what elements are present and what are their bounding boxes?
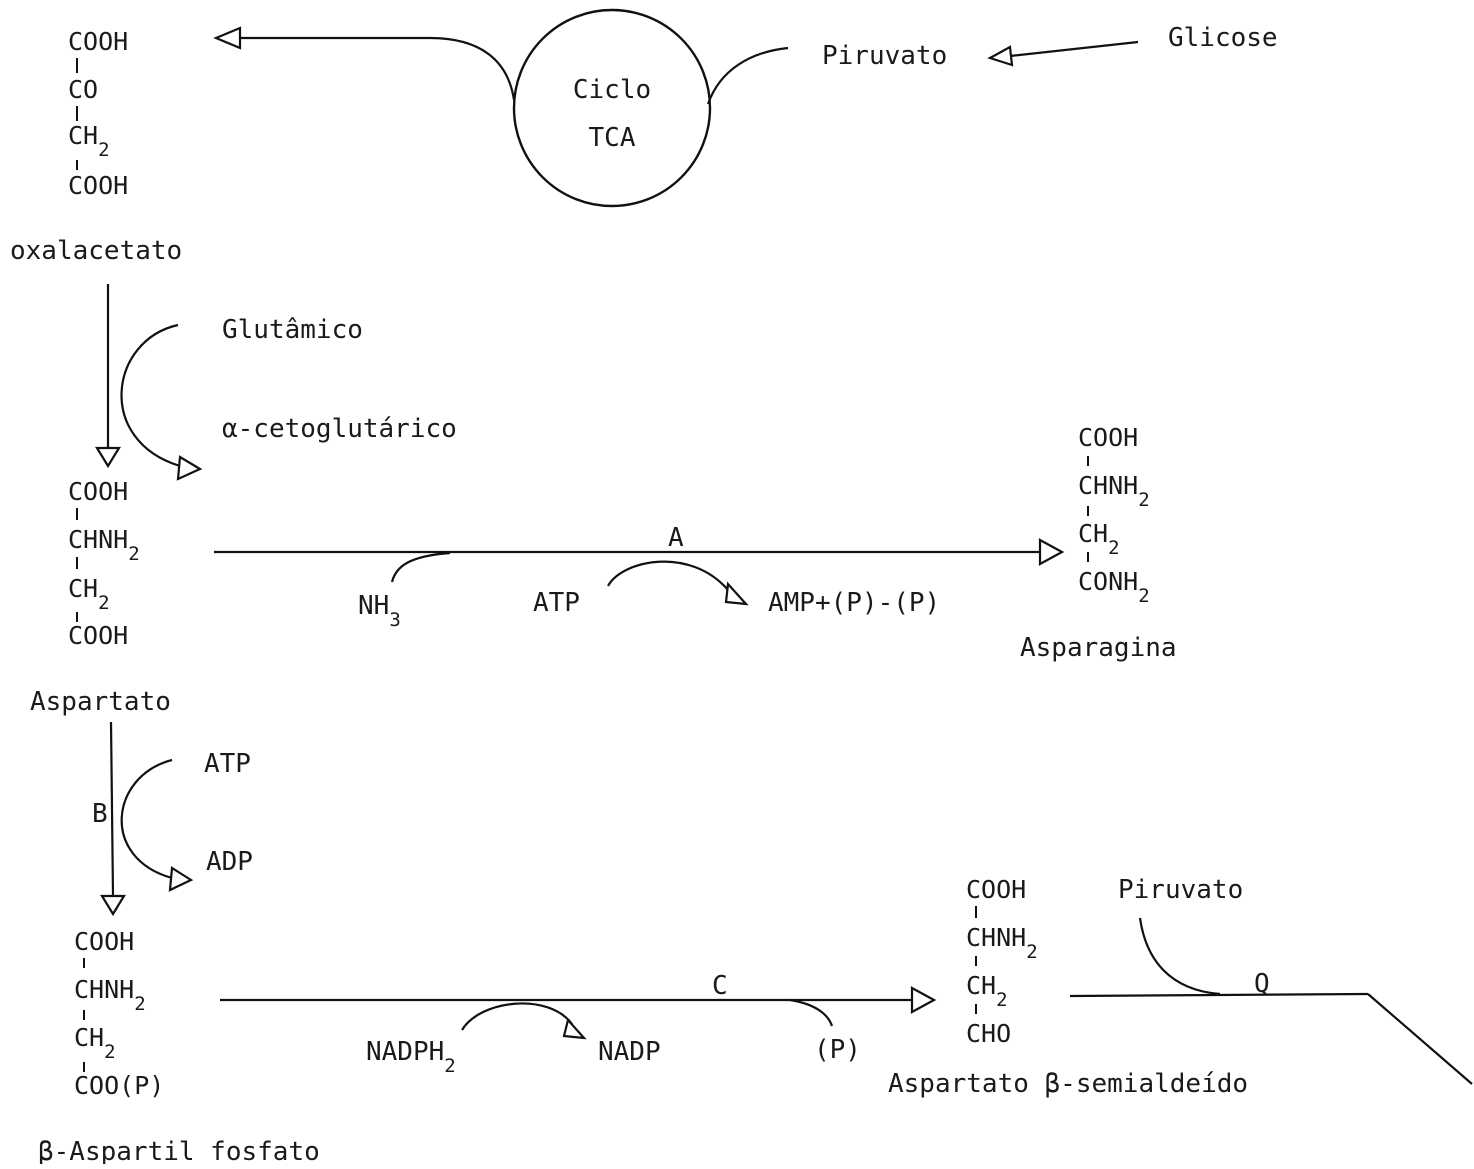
aspartyl-phosphate-line-2: CHNH2	[74, 975, 146, 1015]
semialdehyde-line-4: CHO	[966, 1019, 1011, 1048]
arrowhead	[213, 26, 242, 50]
adp-label: ADP	[206, 847, 253, 877]
aspartate-label: Aspartato	[30, 687, 171, 717]
arrowhead	[95, 446, 121, 469]
aspartate-structure: COOH CHNH2 CH2 COOH	[68, 477, 140, 650]
nadph-nadp-curve	[461, 1002, 573, 1031]
tca-cycle-label-1: Ciclo	[573, 75, 651, 105]
pyruvate-to-tca-curve	[706, 46, 789, 105]
pyruvate-bottom-label: Piruvato	[1118, 875, 1243, 905]
amp-products-label: AMP+(P)-(P)	[768, 588, 940, 618]
asparagine-line-2: CHNH2	[1078, 471, 1150, 511]
aspartyl-phosphate-line-3: CH2	[74, 1023, 116, 1063]
arrowhead	[100, 894, 126, 917]
alpha-ketoglutarate-label: α-cetoglutárico	[222, 414, 457, 444]
asparagine-line-4: CONH2	[1078, 567, 1150, 607]
arrowhead	[1038, 538, 1065, 566]
phosphate-release-curve	[789, 998, 834, 1027]
aspartate-line-3: CH2	[68, 574, 110, 614]
aspartyl-phosphate-line-1: COOH	[74, 927, 134, 956]
oxaloacetate-line-4: COOH	[68, 171, 128, 200]
tca-to-oxaloacetate-arrow	[240, 36, 516, 101]
oxaloacetate-line-1: COOH	[68, 27, 128, 56]
aspartate-line-4: COOH	[68, 621, 128, 650]
enzyme-a-label: A	[668, 523, 684, 553]
arrowhead	[168, 866, 194, 892]
glucose-to-pyruvate-arrow	[1009, 40, 1139, 58]
aspartyl-phosphate-line-4: COO(P)	[74, 1071, 164, 1100]
aspartyl-phosphate-structure: COOH CHNH2 CH2 COO(P)	[74, 927, 164, 1100]
arrowhead	[176, 455, 203, 481]
nh3-input-curve	[390, 551, 451, 583]
continuation-line	[1367, 993, 1473, 1085]
arrowhead	[987, 45, 1014, 67]
atp-b-label: ATP	[204, 749, 251, 779]
asparagine-line-3: CH2	[1078, 519, 1120, 559]
oxaloacetate-line-3: CH2	[68, 121, 110, 161]
semialdehyde-line-3: CH2	[966, 971, 1008, 1011]
asparagine-line-1: COOH	[1078, 423, 1138, 452]
oxaloacetate-structure: COOH CO CH2 COOH	[68, 27, 128, 200]
semialdehyde-label: Aspartato β-semialdeído	[888, 1069, 1248, 1099]
arrowhead	[562, 1017, 587, 1040]
transamination-curve	[120, 323, 181, 468]
nh3-label: NH3	[358, 591, 401, 631]
atp-a-label: ATP	[533, 588, 580, 618]
tca-cycle-label-2: TCA	[589, 123, 636, 153]
atp-amp-curve	[607, 560, 729, 591]
semialdehyde-line-2: CHNH2	[966, 923, 1038, 963]
enzyme-c-label: C	[712, 971, 728, 1001]
asparagine-label: Asparagina	[1020, 633, 1177, 663]
enzyme-b-label: B	[92, 799, 108, 829]
semialdehyde-line-1: COOH	[966, 875, 1026, 904]
nadp-label: NADP	[598, 1037, 661, 1067]
aspartyl-phosphate-label: β-Aspartil fosfato	[38, 1137, 320, 1164]
arrowhead	[910, 986, 937, 1014]
asparagine-structure: COOH CHNH2 CH2 CONH2	[1078, 423, 1150, 607]
oxaloacetate-line-2: CO	[68, 75, 98, 104]
glucose-label: Glicose	[1168, 23, 1278, 53]
aspartate-line-1: COOH	[68, 477, 128, 506]
nadph2-label: NADPH2	[366, 1037, 456, 1077]
pyruvate-top-label: Piruvato	[822, 41, 947, 71]
oxaloacetate-label: oxalacetato	[10, 236, 182, 266]
arrowhead	[724, 581, 749, 606]
pyruvate-input-curve	[1138, 917, 1221, 996]
tca-cycle-circle	[512, 8, 712, 208]
glutamate-label: Glutâmico	[222, 315, 363, 345]
atp-adp-curve	[120, 758, 173, 880]
aspartate-line-2: CHNH2	[68, 525, 140, 565]
semialdehyde-to-q-line	[1069, 992, 1369, 998]
semialdehyde-structure: COOH CHNH2 CH2 CHO	[966, 875, 1038, 1048]
phosphate-label: (P)	[814, 1035, 861, 1065]
aspartate-to-aspartyl-phosphate-arrow	[109, 721, 115, 897]
enzyme-q-label: Q	[1254, 969, 1270, 999]
